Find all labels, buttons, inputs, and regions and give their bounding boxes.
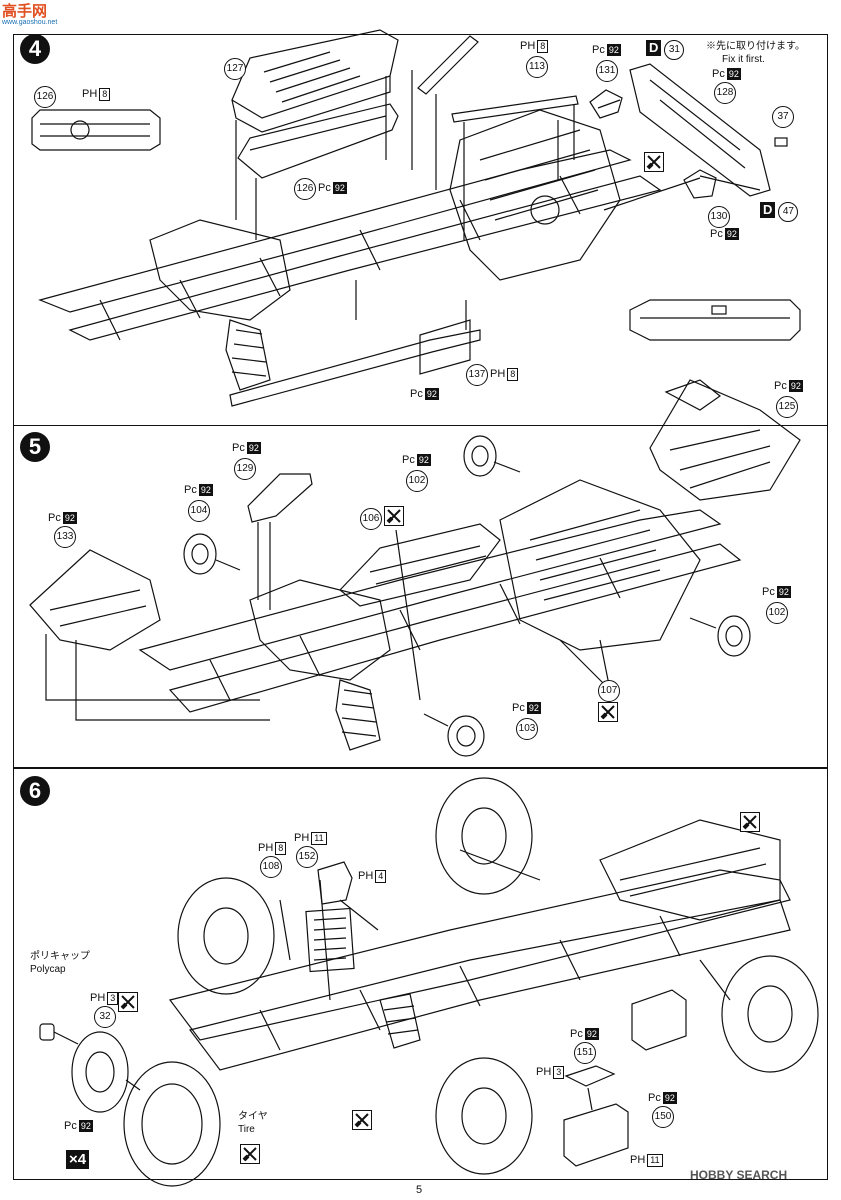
no-cement-icon-4 [644,152,664,172]
part-126b-label: 126 [294,178,316,200]
no-cement-icon-32 [118,992,138,1012]
part-108-label: 108 [260,856,282,878]
tire-label-en: Tire [238,1124,255,1135]
step-4-number: 4 [20,34,50,64]
watermark-cn: 高手网 [2,2,48,20]
part-133-label: 133 [54,526,76,548]
tire-label: タイヤ Tire [238,1110,268,1136]
fix-first-note-en: Fix it first. [722,54,765,65]
step-5-number: 5 [20,432,50,462]
part-128-label: 128 [714,82,736,104]
part-126-label: 126 [34,86,56,108]
step-5-panel [13,426,828,768]
part-152-label: 152 [296,846,318,868]
no-cement-icon-106 [384,506,404,526]
part-137-label: 137 [466,364,488,386]
polycap-label-jp: ポリキャップ [30,951,90,962]
no-cement-icon-6b [352,1110,372,1130]
part-103-label: 103 [516,718,538,740]
polycap-label: ポリキャップ Polycap [30,950,90,976]
fix-first-note: ※先に取り付けます。 Fix it first. [706,40,805,66]
part-113-label: 113 [526,56,548,78]
part-129-label: 129 [234,458,256,480]
part-125-label: 125 [776,396,798,418]
watermark-logo: 高手网 www.gaoshou.net [2,0,72,30]
part-106-label: 106 [360,508,382,530]
part-37-label: 37 [772,106,794,128]
step-6-number: 6 [20,776,50,806]
no-cement-icon-107 [598,702,618,722]
part-151-label: 151 [574,1042,596,1064]
step-6-panel [13,768,828,1180]
step-4-panel [13,34,828,426]
part-102b-label: 102 [766,602,788,624]
part-130-label: 130 [708,206,730,228]
polycap-label-en: Polycap [30,964,66,975]
no-cement-icon-tire [240,1144,260,1164]
part-150-label: 150 [652,1106,674,1128]
part-104-label: 104 [188,500,210,522]
quantity-x4-badge: ×4 [66,1150,90,1169]
part-32-label: 32 [94,1006,116,1028]
hobby-search-watermark: HOBBY SEARCH [690,1168,787,1182]
page-number: 5 [416,1184,423,1196]
watermark-url: www.gaoshou.net [2,19,58,26]
part-127-label: 127 [224,58,246,80]
part-102a-label: 102 [406,470,428,492]
no-cement-icon-6a [740,812,760,832]
part-107-label: 107 [598,680,620,702]
tire-label-jp: タイヤ [238,1111,268,1122]
hobby-search-text: HOBBY SEARCH [690,1168,788,1182]
part-131-label: 131 [596,60,618,82]
fix-first-note-jp: ※先に取り付けます。 [706,41,805,52]
